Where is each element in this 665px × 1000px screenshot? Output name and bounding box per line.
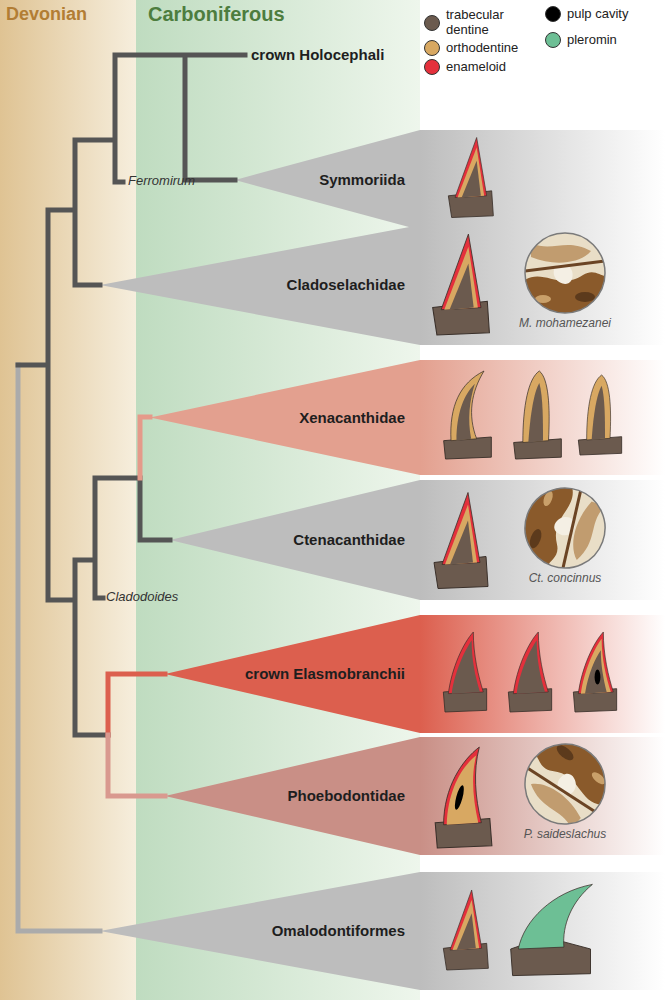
- band-shape: [165, 615, 665, 733]
- clade-name: crown Elasmobranchii: [245, 665, 405, 683]
- clade-band: Phoebodontidae P. saideslachus: [165, 737, 665, 855]
- tooth-symbol: [578, 375, 621, 455]
- tree-branch: [108, 735, 165, 796]
- tree-branch: [18, 365, 100, 931]
- legend-swatch: [424, 59, 440, 75]
- legend-swatch: [424, 15, 440, 31]
- tree-branch: [18, 55, 245, 735]
- phylogeny-tree: [18, 55, 245, 931]
- clade-band: Omalodontiformes: [100, 872, 665, 990]
- clade-band: crown Elasmobranchii: [165, 615, 665, 733]
- tree-branch: [108, 674, 165, 735]
- specimen-caption: M. mohamezanei: [519, 316, 611, 330]
- period-label: Devonian: [6, 4, 87, 25]
- legend-text: trabecular dentine: [446, 7, 526, 37]
- tooth-symbol: [508, 632, 551, 712]
- clade-band: Symmoriida: [235, 130, 665, 230]
- clade-name: Phoebodontidae: [288, 787, 406, 805]
- taxon-label: Cladodoides: [106, 589, 178, 604]
- clade-band: Xenacanthidae: [150, 360, 665, 475]
- legend-text: pulp cavity: [567, 6, 657, 21]
- specimen-caption: P. saideslachus: [524, 827, 607, 841]
- band-polygon: [165, 737, 665, 855]
- tooth-symbol: [444, 371, 492, 459]
- band-shape: [150, 360, 665, 475]
- tooth-symbol: [514, 371, 562, 459]
- specimen-photo: [506, 725, 624, 843]
- tooth-symbol: [573, 632, 616, 712]
- devonian-band: [0, 0, 136, 1000]
- tooth-symbol: [448, 138, 493, 218]
- specimen-photo: [523, 231, 607, 315]
- clade-name: Xenacanthidae: [299, 409, 405, 427]
- clade-band: CtenacanthidaeCt. concinnus: [170, 480, 665, 600]
- clade-name: Cladoselachidae: [287, 276, 405, 294]
- clade-name: Symmoriida: [319, 171, 405, 189]
- band-polygon: [150, 360, 665, 475]
- legend-swatch: [545, 32, 561, 48]
- legend-swatch: [545, 6, 561, 22]
- band-polygon: [100, 225, 665, 345]
- legend-text: enameloid: [446, 59, 546, 74]
- period-label: Carboniferous: [148, 3, 285, 26]
- band-polygon: [100, 872, 665, 990]
- band-polygon: [235, 130, 665, 230]
- legend-swatch: [424, 40, 440, 56]
- tooth-symbol: [433, 234, 490, 335]
- clade-band: Cladoselachidae M. mohamezanei: [100, 225, 665, 345]
- legend-text: pleromin: [567, 32, 657, 47]
- tooth-symbol: [511, 884, 593, 975]
- clade-name: Omalodontiformes: [272, 922, 405, 940]
- specimen-photos: [506, 231, 624, 843]
- clade-name: Ctenacanthidae: [293, 531, 405, 549]
- tree-branch: [140, 417, 150, 478]
- taxon-label: crown Holocephali: [251, 46, 384, 63]
- specimen-caption: Ct. concinnus: [529, 571, 602, 585]
- legend-text: orthodentine: [446, 40, 546, 55]
- tooth-symbol: [434, 493, 488, 589]
- specimen-photo: [511, 474, 619, 582]
- taxon-label: Ferromirum: [128, 173, 195, 188]
- tooth-symbol: [443, 632, 486, 712]
- tooth-symbol: [443, 890, 488, 970]
- tooth-illustrations: [433, 138, 622, 976]
- band-polygon: [170, 480, 665, 600]
- band-shape: [235, 130, 665, 230]
- tooth-symbol: [435, 747, 492, 848]
- band-polygon: [165, 615, 665, 733]
